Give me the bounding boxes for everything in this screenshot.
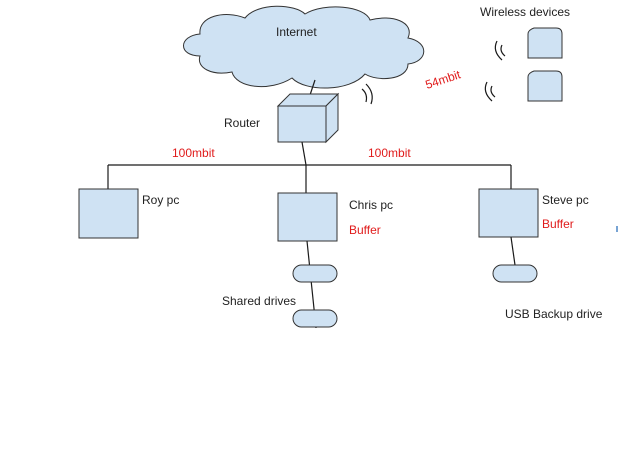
- router-box-icon: [276, 92, 340, 144]
- router-wifi-signal-icon: [361, 83, 373, 105]
- usb-backup-drive-icon: [492, 264, 538, 283]
- device-2-wifi-signal-icon: [484, 81, 496, 102]
- steve-buffer-label: Buffer: [542, 217, 574, 231]
- wireless-devices-label: Wireless devices: [480, 5, 570, 19]
- internet-router-link: [309, 79, 316, 96]
- wireless-device-2-icon: [527, 70, 563, 102]
- wireless-device-1-icon: [527, 27, 563, 59]
- usb-backup-label: USB Backup drive: [505, 307, 603, 321]
- internet-label: Internet: [276, 25, 317, 39]
- steve-pc-label: Steve pc: [542, 193, 589, 207]
- link-speed-right: 100mbit: [368, 146, 411, 160]
- internet-cloud-icon: [183, 5, 425, 89]
- wireless-link-speed: 54mbit: [424, 67, 463, 92]
- router-bus-link: [301, 141, 307, 166]
- link-speed-left: 100mbit: [172, 146, 215, 160]
- chris-pc-box-icon: [277, 192, 338, 242]
- chris-buffer-label: Buffer: [349, 223, 381, 237]
- router-label: Router: [224, 116, 260, 130]
- shared-drives-label: Shared drives: [222, 294, 296, 308]
- steve-pc-box-icon: [478, 188, 539, 238]
- roy-pc-box-icon: [78, 188, 139, 239]
- steve-usb-link: [510, 236, 516, 266]
- device-1-wifi-signal-icon: [494, 40, 506, 61]
- shared-drive-1-icon: [292, 264, 338, 283]
- roy-pc-label: Roy pc: [142, 193, 179, 207]
- shared-drive-2-icon: [292, 309, 338, 328]
- chris-pc-label: Chris pc: [349, 198, 393, 212]
